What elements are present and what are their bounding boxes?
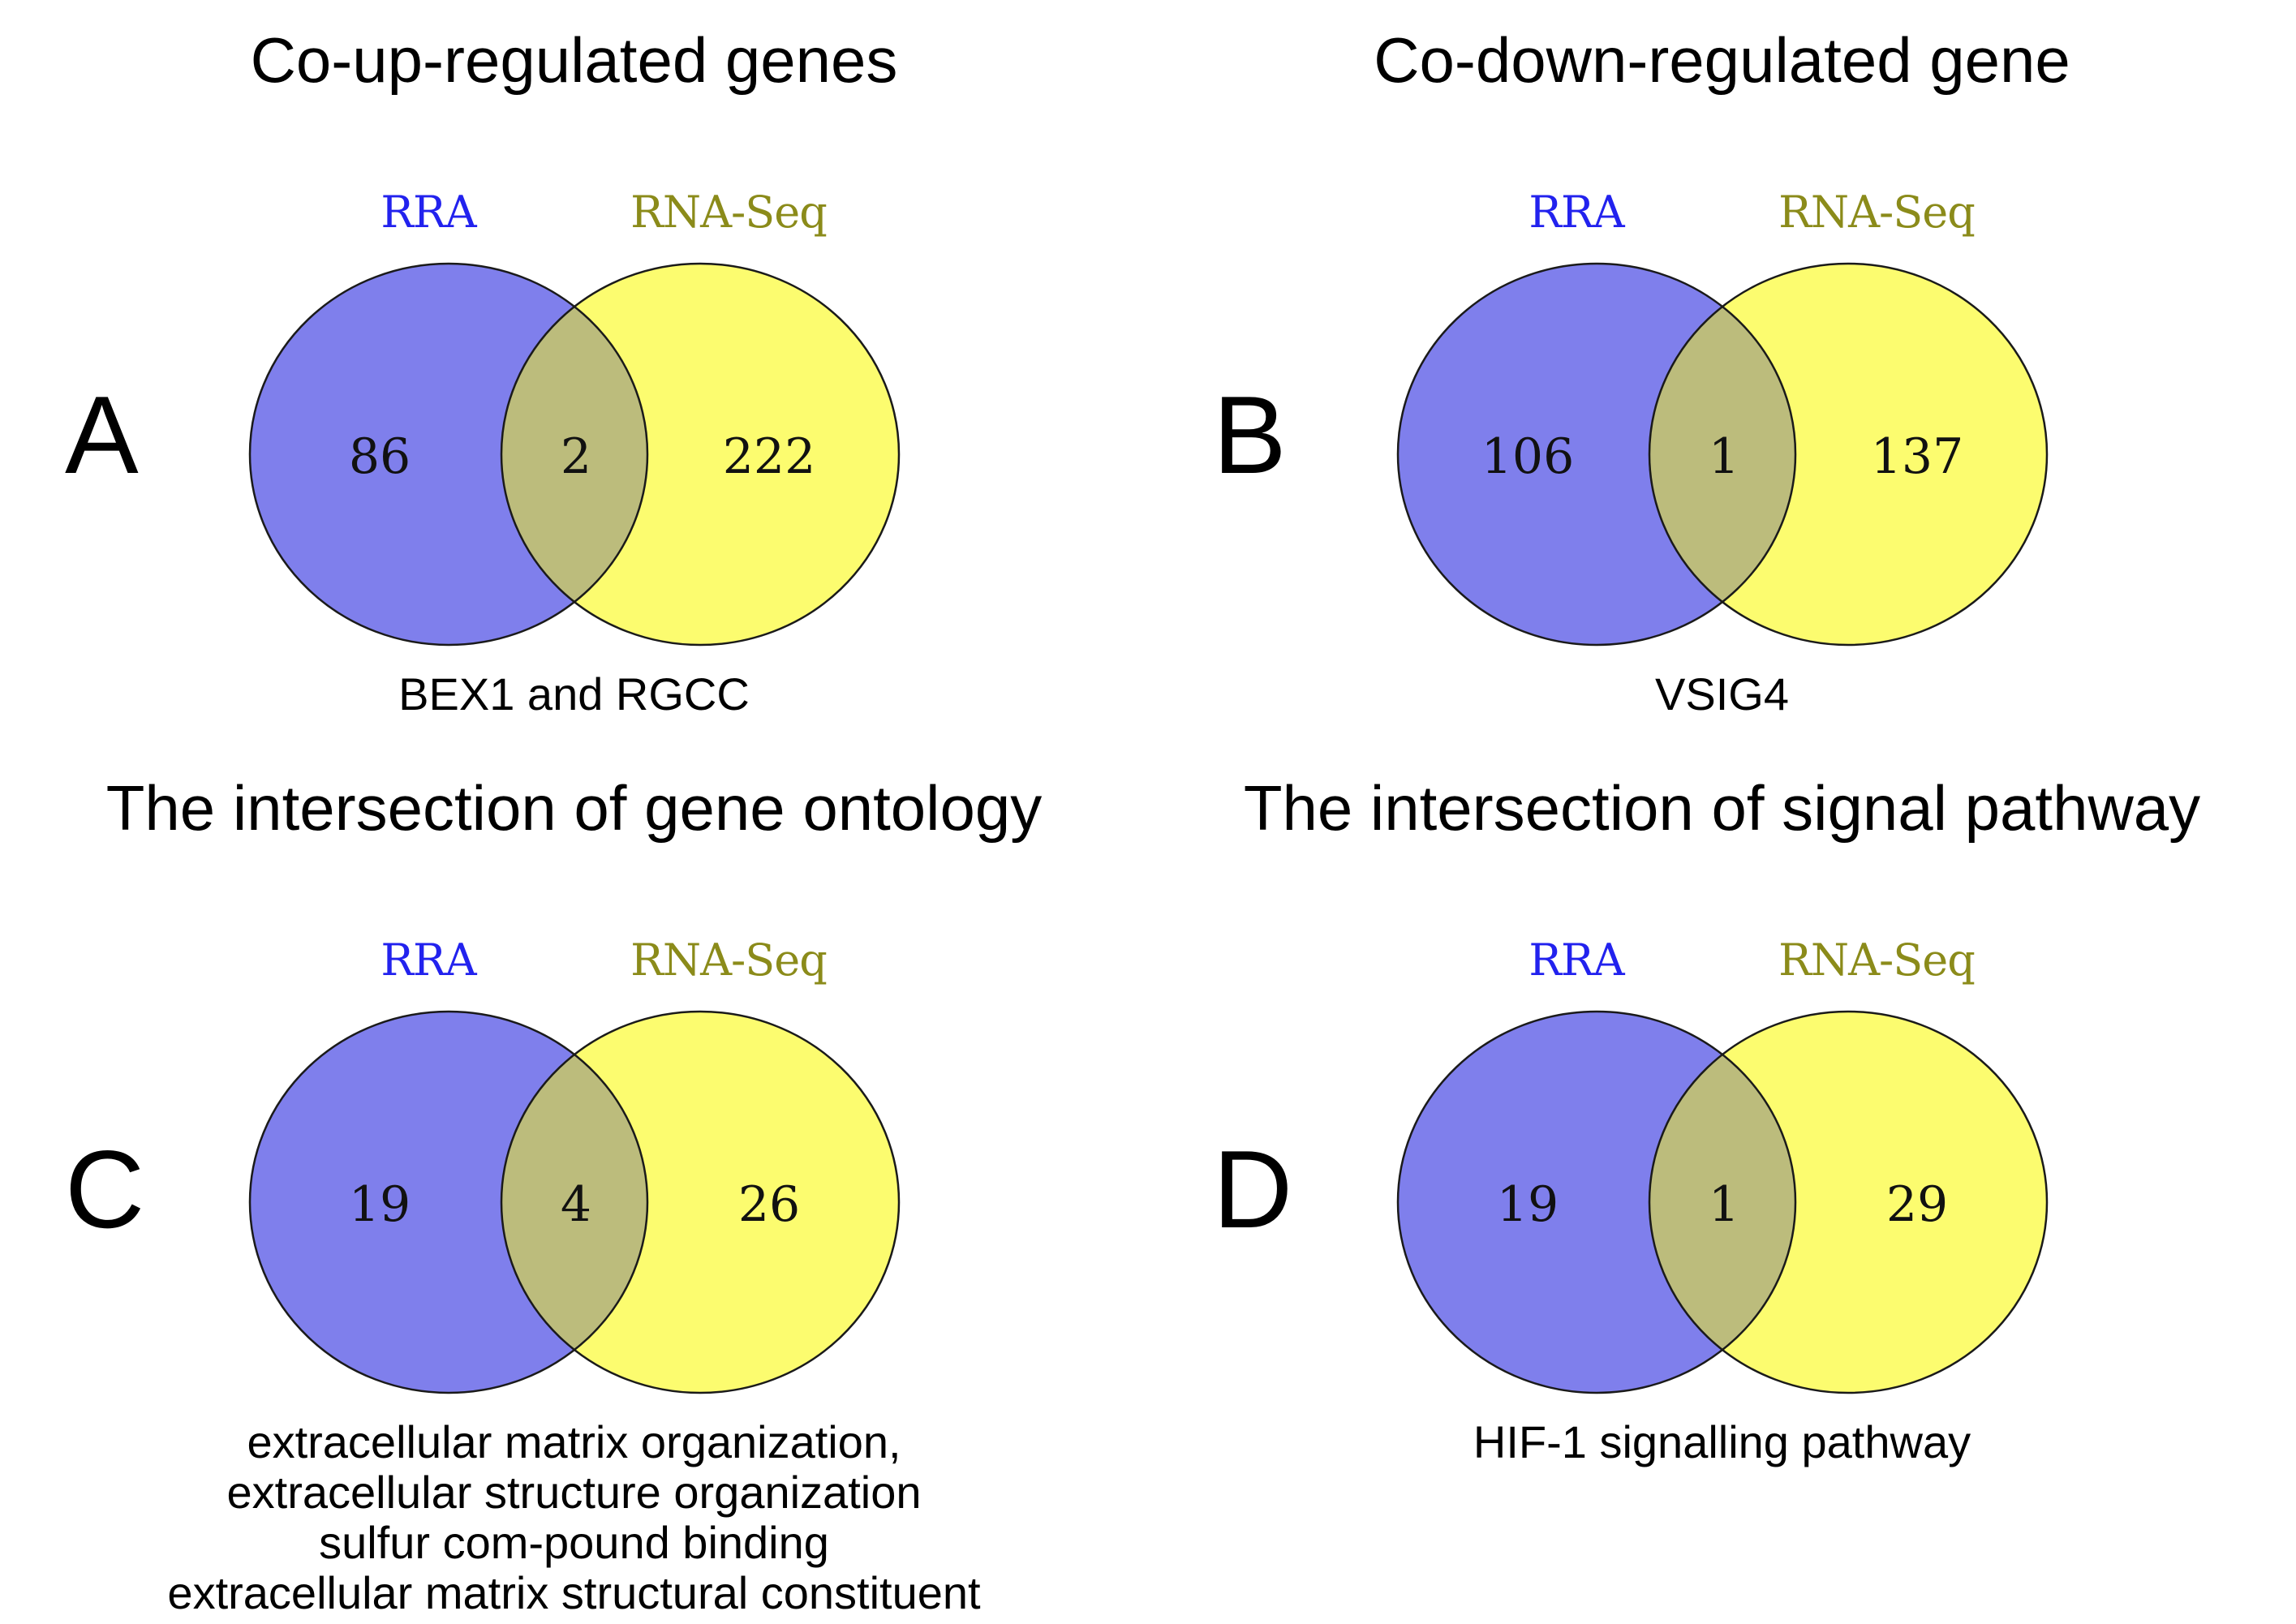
panel-d-letter: D — [1213, 1128, 1293, 1251]
rra-circle-outline — [1396, 1010, 1796, 1394]
rra-only-count: 19 — [348, 1176, 410, 1233]
caption-line: HIF-1 signalling pathway — [1473, 1416, 1971, 1467]
panel-c-caption: extracellular matrix organization, extra… — [167, 1416, 981, 1618]
overlap-region — [1649, 1011, 1795, 1393]
rra-only-count: 86 — [348, 428, 410, 485]
caption-line: extracellular structure organization — [226, 1466, 922, 1518]
panel-a-caption: BEX1 and RGCC — [398, 668, 750, 720]
rra-circle-outline — [1396, 262, 1796, 646]
caption-line: BEX1 and RGCC — [398, 668, 750, 720]
venn-diagram-d: RRA RNA-Seq 19 1 29 — [1396, 934, 2048, 1394]
rnaseq-set-label: RNA-Seq — [1778, 187, 1975, 238]
caption-line: sulfur com-pound binding — [319, 1516, 829, 1568]
rnaseq-set-label: RNA-Seq — [630, 187, 827, 238]
rra-set-label: RRA — [381, 934, 477, 986]
panel-a-letter: A — [65, 373, 139, 496]
caption-line: extracellular matrix organization, — [247, 1416, 901, 1467]
rnaseq-circle-outline — [1648, 262, 2048, 646]
panel-d-title: The intersection of signal pathway — [1243, 772, 2201, 844]
rnaseq-only-count: 222 — [722, 428, 815, 485]
panel-a-title: Co-up-regulated genes — [250, 24, 898, 96]
overlap-count: 1 — [1708, 1176, 1739, 1233]
panel-d: The intersection of signal pathway D RRA… — [1148, 763, 2296, 1624]
overlap-count: 1 — [1708, 428, 1739, 485]
venn-diagram-c: RRA RNA-Seq 19 4 26 — [248, 934, 900, 1394]
rnaseq-set-label: RNA-Seq — [630, 934, 827, 986]
rnaseq-only-count: 29 — [1885, 1176, 1947, 1233]
overlap-region — [501, 263, 647, 645]
rnaseq-circle-outline — [500, 262, 900, 646]
venn-diagram-b: RRA RNA-Seq 106 1 137 — [1396, 187, 2048, 646]
panel-c-letter: C — [65, 1128, 145, 1251]
rra-only-count: 19 — [1496, 1176, 1558, 1233]
overlap-count: 4 — [560, 1176, 591, 1233]
rra-circle-outline — [248, 262, 648, 646]
rnaseq-set-label: RNA-Seq — [1778, 934, 1975, 986]
overlap-region — [501, 1011, 647, 1393]
rnaseq-only-count: 137 — [1870, 428, 1963, 485]
rra-circle-outline — [248, 1010, 648, 1394]
rnaseq-only-count: 26 — [737, 1176, 799, 1233]
rra-set-label: RRA — [1529, 187, 1625, 238]
panel-b-letter: B — [1213, 373, 1287, 496]
panel-d-caption: HIF-1 signalling pathway — [1473, 1416, 1971, 1467]
panel-b-title: Co-down-regulated gene — [1374, 24, 2070, 96]
caption-line: extracellular matrix structural constitu… — [167, 1566, 981, 1618]
panel-c: The intersection of gene ontology C RRA … — [0, 763, 1148, 1624]
panel-b-caption: VSIG4 — [1655, 668, 1789, 720]
rnaseq-circle-outline — [500, 1010, 900, 1394]
caption-line: VSIG4 — [1655, 668, 1789, 720]
panel-b: Co-down-regulated gene B RRA RNA-Seq 106… — [1148, 0, 2296, 763]
panel-a: Co-up-regulated genes A RRA RNA-Seq 86 2… — [0, 0, 1148, 763]
overlap-region — [1649, 263, 1795, 645]
venn-diagram-a: RRA RNA-Seq 86 2 222 — [248, 187, 900, 646]
rra-only-count: 106 — [1481, 428, 1574, 485]
overlap-count: 2 — [560, 428, 591, 485]
rra-set-label: RRA — [1529, 934, 1625, 986]
rra-set-label: RRA — [381, 187, 477, 238]
rnaseq-circle-outline — [1648, 1010, 2048, 1394]
panel-c-title: The intersection of gene ontology — [105, 772, 1043, 844]
